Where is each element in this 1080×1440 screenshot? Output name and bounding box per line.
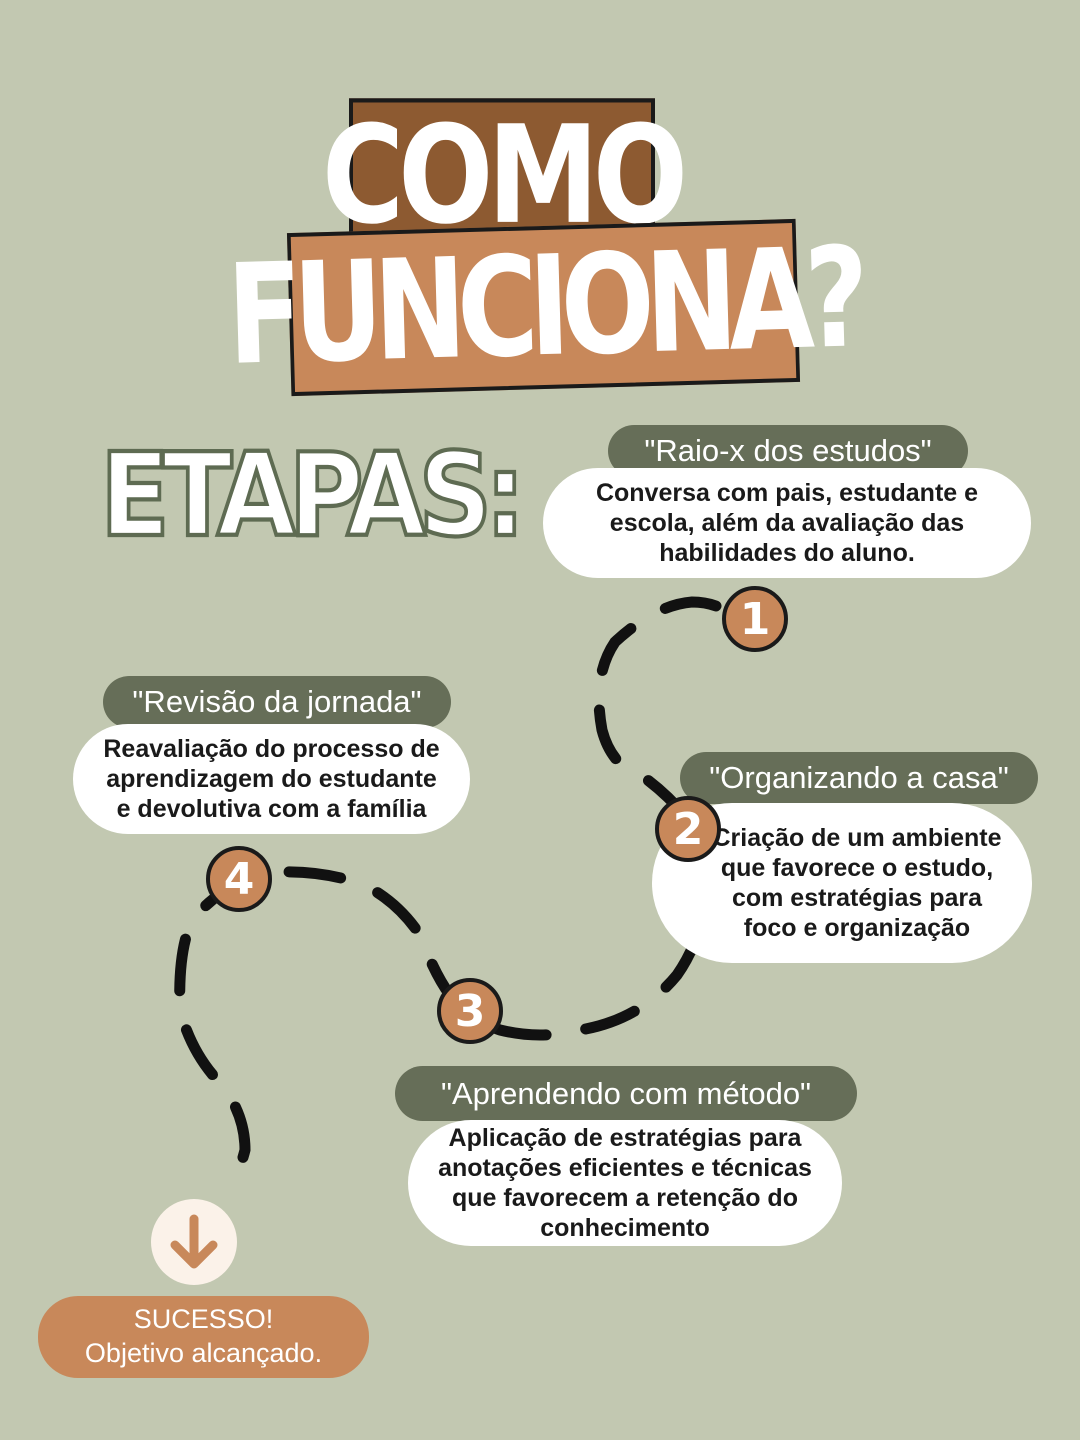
steps-heading: ETAPAS: xyxy=(98,426,527,565)
step-4-description: Reavaliação do processo de aprendizagem … xyxy=(73,724,470,834)
step-3-label: "Aprendendo com método" xyxy=(395,1066,857,1121)
step-4-number: 4 xyxy=(206,846,272,912)
step-4-label: "Revisão da jornada" xyxy=(103,676,451,728)
step-3-description: Aplicação de estratégias para anotações … xyxy=(408,1120,842,1246)
success-title: SUCESSO! xyxy=(133,1304,274,1335)
step-2-description: Criação de um ambiente que favorece o es… xyxy=(652,803,1032,963)
arrow-down-icon xyxy=(151,1199,237,1285)
step-2-number: 2 xyxy=(655,796,721,862)
step-2-label: "Organizando a casa" xyxy=(680,752,1038,804)
success-subtitle: Objetivo alcançado. xyxy=(84,1338,323,1368)
step-1-description: Conversa com pais, estudante e escola, a… xyxy=(543,468,1031,578)
step-1-number: 1 xyxy=(722,586,788,652)
step-3-number: 3 xyxy=(437,978,503,1044)
title-line-2: FUNCIONA? xyxy=(225,218,862,397)
success-badge: SUCESSO! Objetivo alcançado. xyxy=(38,1296,369,1378)
